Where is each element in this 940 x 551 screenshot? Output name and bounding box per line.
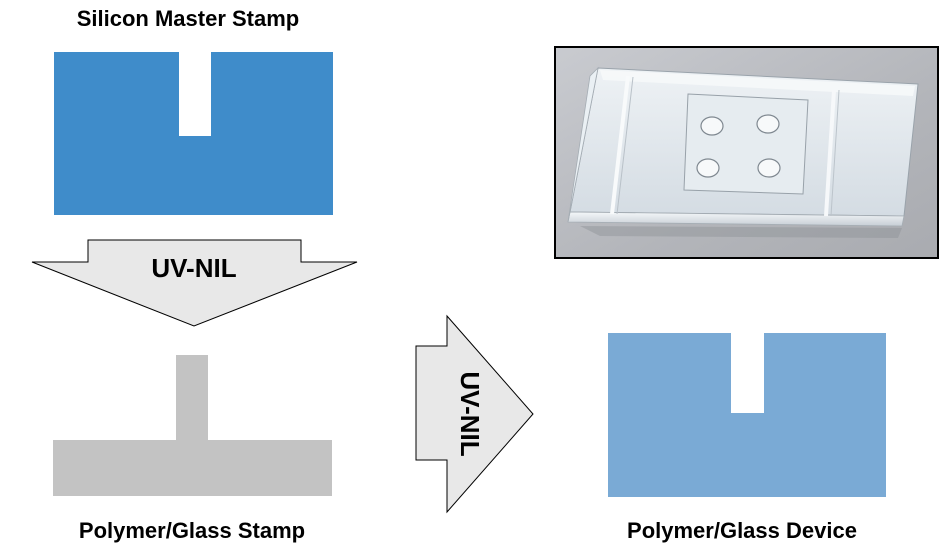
well-1 [700,116,724,136]
polymer-glass-stamp [53,355,332,496]
glass-groove-left [610,75,630,215]
well-3 [696,158,720,178]
glass-shadow [580,226,902,238]
glass-top-band [600,70,915,96]
glass-groove-right-shadow [830,89,840,217]
glass-chip-photo [554,46,939,259]
glass-groove-right [824,89,836,217]
glass-left-edge [567,66,599,223]
polymer-stamp-label: Polymer/Glass Stamp [79,518,305,543]
device-label: Polymer/Glass Device [627,518,857,543]
uv-nil-right-arrow [415,314,534,514]
glass-groove-left-shadow [616,76,634,215]
uv-nil-down-label: UV-NIL [151,253,236,283]
well-2 [756,114,780,134]
silicon-master-stamp [54,52,333,215]
uv-nil-right-label: UV-NIL [455,371,485,456]
glass-inner-chip [683,93,809,195]
master-stamp-label: Silicon Master Stamp [77,6,300,31]
well-4 [757,158,781,178]
uv-nil-down-arrow [31,239,358,327]
chip-wells [696,114,781,178]
polymer-glass-device [608,333,886,497]
